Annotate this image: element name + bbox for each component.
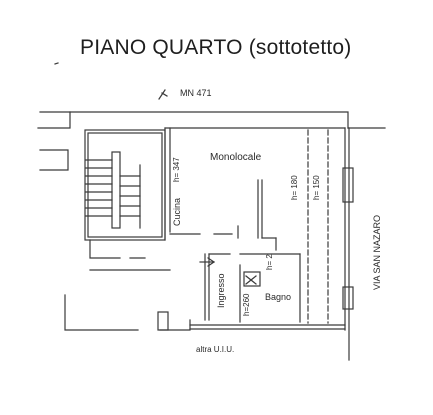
room-label-bagno: Bagno: [265, 292, 292, 302]
stair-handrail: [111, 151, 121, 229]
stair-treads: [85, 159, 141, 217]
street-label: VIA SAN NAZARO: [372, 214, 382, 290]
north-arrow-tick: [161, 92, 168, 97]
height-label-cucina: h= 347: [172, 157, 181, 182]
height-label-150: h= 150: [312, 175, 321, 200]
plan-title: PIANO QUARTO (sottotetto): [80, 36, 352, 59]
entry-arrow-head: [207, 257, 216, 267]
window-left: [157, 311, 169, 331]
room-label-monolocale: Monolocale: [210, 152, 262, 163]
corridor-wall-a: [89, 239, 121, 259]
height-label-bagno: h= 2: [265, 254, 274, 270]
bath-fixture-x2: [245, 275, 257, 285]
window-right-2: [342, 286, 354, 310]
title-mark: [54, 62, 59, 65]
neighbor-wall-top: [37, 111, 71, 129]
lower-left-wall: [64, 294, 139, 331]
room-label-ingresso: Ingresso: [216, 273, 226, 308]
room-label-cucina: Cucina: [172, 197, 182, 226]
parcel-label: MN 471: [180, 88, 212, 98]
building-top-edge: [69, 111, 349, 129]
stairwell-inner: [87, 132, 163, 238]
height-label-ingresso: h=260: [242, 293, 251, 316]
height-label-180: h= 180: [290, 175, 299, 200]
lower-middle-wall: [159, 319, 191, 331]
north-arrow-icon: [158, 89, 166, 100]
window-right-1: [342, 167, 354, 203]
neighbor-wall-left: [39, 149, 69, 171]
neighbor-label: altra U.I.U.: [196, 345, 235, 354]
stairwell: [84, 129, 166, 241]
bath-fixture: [243, 271, 261, 287]
